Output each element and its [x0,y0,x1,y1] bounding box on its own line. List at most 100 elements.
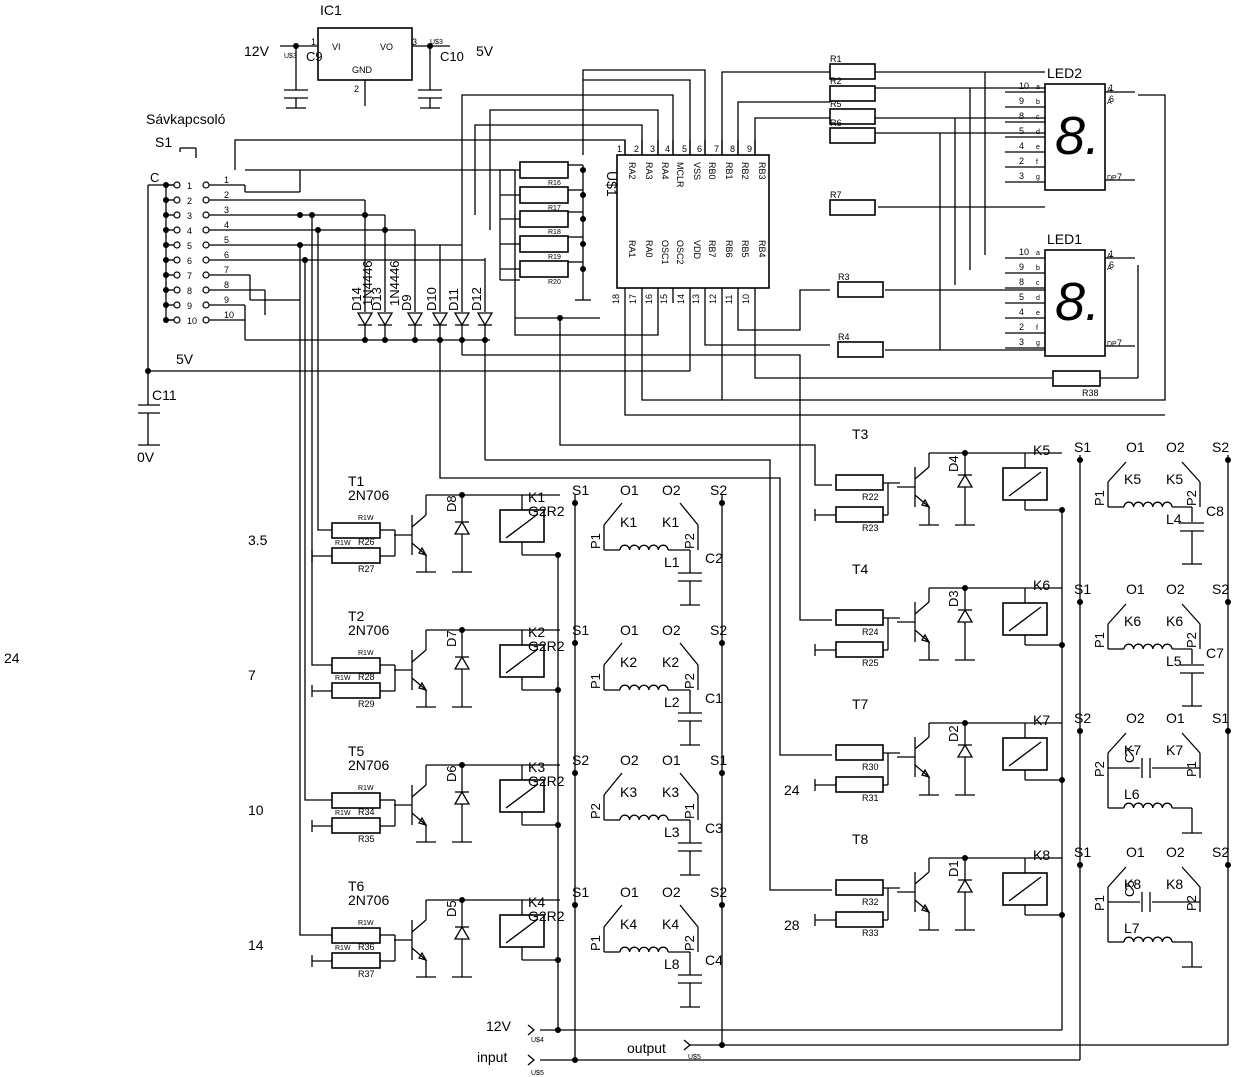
mcu-pin-num-3: 3 [650,144,655,154]
label-l5: L5 [1166,653,1182,669]
ic1-vo-label: VO [380,42,393,52]
rfilter-right-s-1: S2 [1212,581,1229,597]
diode-d9 [406,312,424,327]
wire [603,502,623,526]
wire [603,642,623,666]
switch-pin-3: 3 [187,211,192,221]
junction-dot [1225,862,1231,868]
label-r31: R31 [862,793,879,803]
diode-d2 [956,743,974,758]
filter-k-right-3: K4 [662,916,679,932]
rfilter-p-left-1: P1 [1092,632,1107,648]
band-label-24: 24 [784,782,800,798]
led2-anode-pin1: 1 [1109,83,1114,93]
sub-r34: R1W [358,785,374,792]
label-r18: R18 [548,229,561,236]
resistor-r28 [331,657,381,674]
diode-d5 [453,925,471,940]
label-c4: C4 [705,952,723,968]
rfilter-right-o-1: O2 [1166,581,1185,597]
rfilter-right-s-2: S1 [1212,710,1229,726]
inductor-l1 [619,544,669,551]
label-l4: L4 [1166,511,1182,527]
junction-dot [1059,642,1065,648]
wire [679,642,699,666]
junction-dot [580,192,586,198]
filter-right-o-3: O2 [662,884,681,900]
label-r27: R27 [358,564,375,574]
junction-dot [1059,507,1065,513]
junction-dot [1225,599,1231,605]
label-k7: K7 [1033,712,1050,728]
led1-ref: LED1 [1047,231,1082,247]
terminal-input-label: input [477,1049,507,1065]
resistor-r27 [331,547,381,564]
junction-dot [580,266,586,272]
rfilter-left-o-0: O1 [1126,439,1145,455]
mcu-pin-rb3: RB3 [757,162,767,180]
junction-dot [459,762,465,768]
mcu-pin-osc1: OSC1 [660,240,670,265]
transistor-t6 [418,951,428,962]
transistor-t8 [914,899,930,913]
inductor-l2 [619,684,669,691]
led1-seg-f: f [1036,325,1038,332]
filter-left-s-1: S1 [572,622,589,638]
type-t1: 2N706 [348,487,389,503]
rfilter-p-left-0: P1 [1092,490,1107,506]
filter-p-left-1: P1 [588,673,603,689]
rfilter-p-right-1: P2 [1184,632,1199,648]
wire [1107,732,1127,754]
ic1-input-voltage: 12V [244,43,270,59]
resistor-r5 [829,108,876,125]
led1-anode-a1: A [1107,253,1112,260]
sub-r27: R1W [335,540,351,547]
mcu-pin-vdd: VDD [692,240,702,260]
label-k1: K1 [528,489,545,505]
filter-k-right-0: K1 [662,514,679,530]
filter-left-s-3: S1 [572,884,589,900]
led2-dp: DP [1107,175,1117,182]
filter-right-o-1: O2 [662,622,681,638]
junction-dot [459,627,465,633]
switch-pin-2: 2 [187,196,192,206]
led1-dp-pin: 7 [1117,338,1122,348]
label-r7: R7 [830,190,842,200]
filter-p-left-2: P2 [588,803,603,819]
terminal [173,181,181,189]
transistor-t1 [411,514,427,528]
relay-k3 [505,783,539,809]
label-r4: R4 [838,332,850,342]
label-r34: R34 [358,807,375,817]
band-label-7: 7 [248,667,256,683]
static-wiring [138,69,1229,1061]
terminal [202,211,210,219]
mcu-pin-num-14: 14 [676,294,686,304]
mcu-pin-ra2: RA2 [627,162,637,180]
rfilter-k-left-3: K8 [1124,876,1141,892]
diode-d3 [956,608,974,623]
led1-pinnum-2: 8 [1019,277,1024,287]
label-r20: R20 [548,279,561,286]
diode-d11 [453,312,471,327]
terminal [173,271,181,279]
rfilter-p-left-3: P1 [1092,895,1107,911]
junction-dot [719,640,725,646]
led1-seg-b: b [1036,265,1040,272]
transistor-t2 [411,649,427,663]
relay-k5 [1008,471,1042,497]
mcu-pin-ra0: RA0 [644,240,654,258]
transistor-t4 [921,633,931,644]
led2-pinnum-6: 3 [1019,171,1024,181]
resistor-r34 [331,792,381,809]
sub-r37: R1W [335,945,351,952]
label-l2: L2 [664,694,680,710]
c10-label: C10 [440,49,464,64]
label-d9: D9 [399,294,414,311]
wire [1181,732,1201,754]
label-r33: R33 [862,928,879,938]
transistor-t7 [914,736,930,750]
filter-right-s-0: S2 [710,482,727,498]
label-r37: R37 [358,969,375,979]
